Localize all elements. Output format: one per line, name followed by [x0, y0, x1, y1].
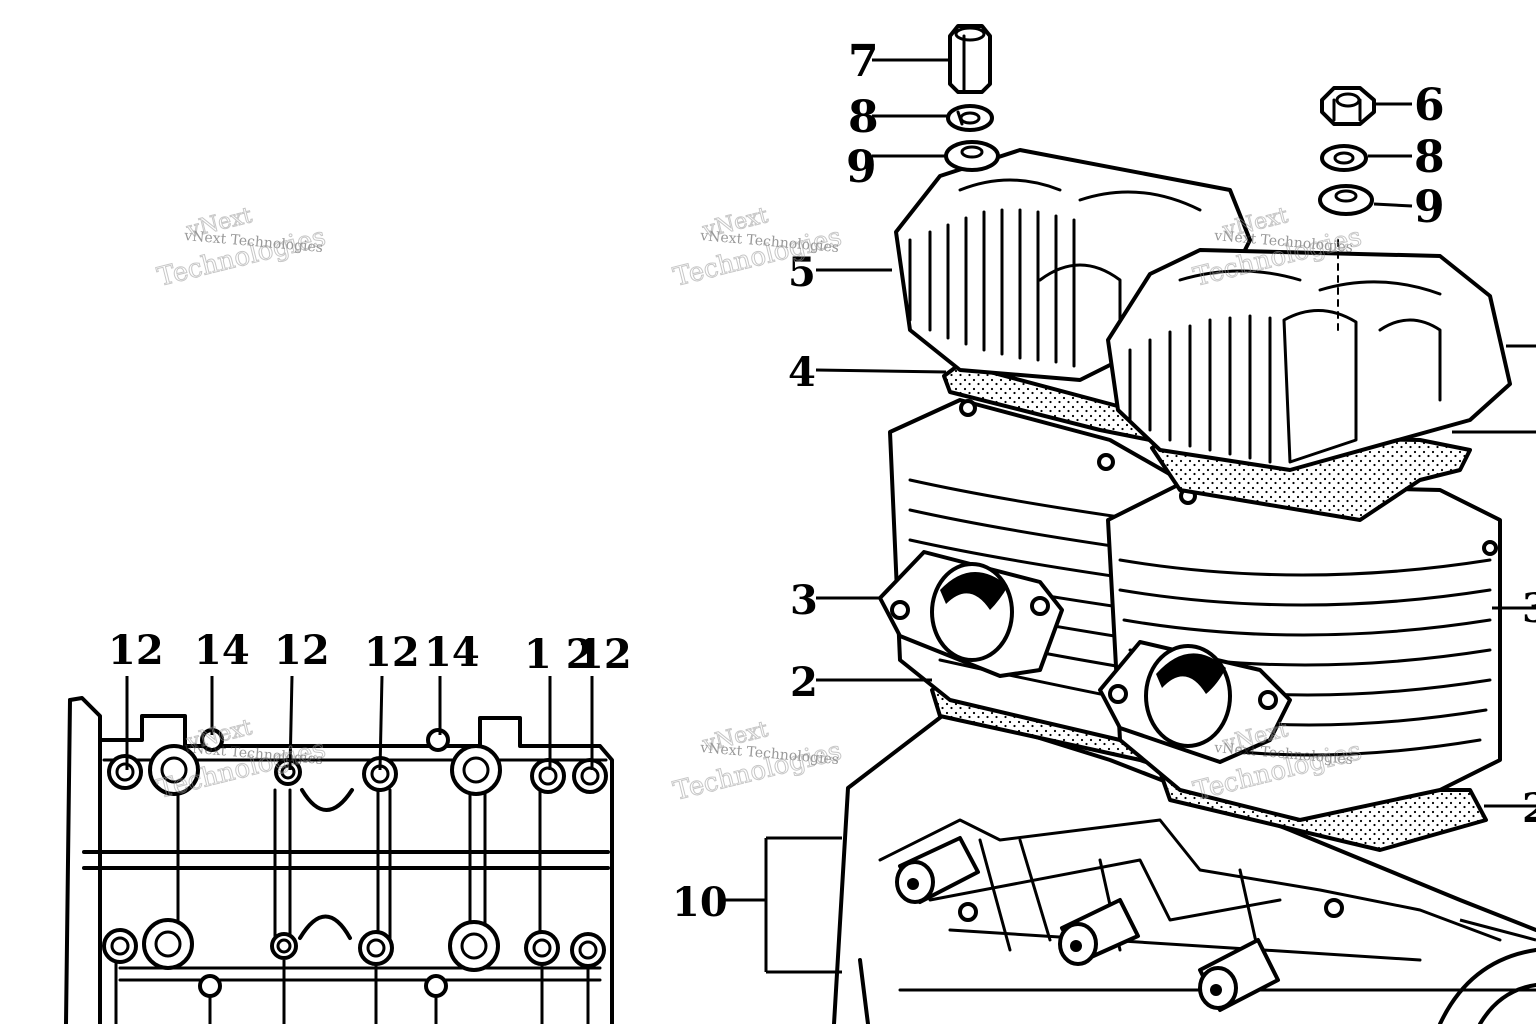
- crank-port-3: [1198, 938, 1280, 1012]
- intake-port-front: [1098, 640, 1292, 764]
- callout-3: 3: [790, 577, 818, 624]
- crankcase-bottom-view: [64, 675, 614, 1026]
- crank-port-1: [895, 836, 980, 904]
- callout-b3: 12: [274, 627, 330, 674]
- nut-6: [1320, 86, 1376, 126]
- callout-9b: 9: [1414, 182, 1445, 233]
- callout-8b: 8: [1414, 132, 1445, 183]
- callout-b6: 1 2: [524, 631, 594, 678]
- lockwasher-8b: [1320, 144, 1368, 172]
- engine-assembly: [718, 24, 1536, 1026]
- callout-9a: 9: [846, 142, 877, 193]
- intake-port-rear: [878, 550, 1064, 678]
- crank-port-2: [1058, 898, 1140, 966]
- callout-b1: 12: [108, 627, 164, 674]
- callout-b4: 12: [364, 629, 420, 676]
- callout-b2: 14: [194, 627, 250, 674]
- right-callouts: 7 8 9 5 4 3 2 10 6 8 9 3 2: [672, 36, 1536, 926]
- callout-2: 2: [790, 659, 818, 706]
- lockwasher-8a: [946, 104, 994, 132]
- callout-10: 10: [672, 879, 728, 926]
- callout-4: 4: [788, 349, 816, 396]
- callout-7: 7: [848, 36, 879, 87]
- edge-label-3: 3: [1522, 585, 1536, 632]
- callout-b5: 14: [424, 629, 480, 676]
- edge-label-2: 2: [1522, 785, 1536, 832]
- left-callouts: 12 14 12 12 14 1 2 12: [108, 627, 632, 678]
- washer-9b: [1318, 184, 1374, 216]
- callout-8a: 8: [848, 92, 879, 143]
- callout-6: 6: [1414, 80, 1445, 131]
- washer-9a: [944, 140, 1000, 172]
- callout-5: 5: [788, 249, 816, 296]
- callout-b7: 12: [576, 631, 632, 678]
- nut-7: [948, 24, 992, 94]
